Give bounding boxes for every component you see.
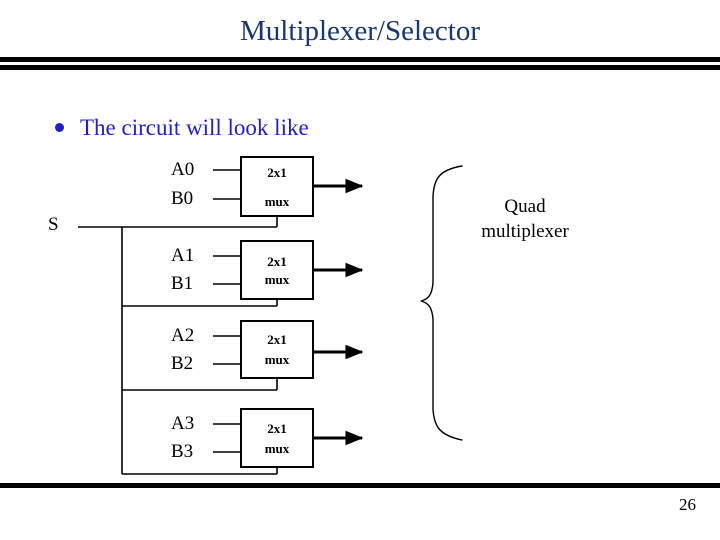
title-rule-upper xyxy=(0,57,720,62)
mux-box-3[interactable]: 2x1 mux xyxy=(240,408,314,468)
mux-box-2[interactable]: 2x1 mux xyxy=(240,320,314,379)
mux-label-2x1: 2x1 xyxy=(267,332,287,347)
input-label-b3: B3 xyxy=(171,441,194,462)
mux-label-mux: mux xyxy=(264,441,290,456)
input-label-a0: A0 xyxy=(171,159,195,180)
page-number: 26 xyxy=(679,495,696,514)
input-label-a1: A1 xyxy=(171,245,195,266)
bullet-row: The circuit will look like xyxy=(55,114,309,141)
mux-box-1[interactable]: 2x1 mux xyxy=(240,240,314,300)
input-label-a3: A3 xyxy=(171,413,195,434)
bullet-dot-icon xyxy=(55,123,64,132)
group-label: Quad multiplexer xyxy=(440,194,610,244)
input-label-b2: B2 xyxy=(171,353,194,374)
select-label: S xyxy=(48,214,59,235)
group-label-line1: Quad xyxy=(504,196,546,217)
input-label-b1: B1 xyxy=(171,273,194,294)
mux-box-0[interactable]: 2x1 mux xyxy=(240,156,314,217)
bullet-text: The circuit will look like xyxy=(80,115,309,140)
mux-label-mux: mux xyxy=(264,352,290,367)
mux-label-mux: mux xyxy=(264,272,290,287)
input-label-a2: A2 xyxy=(171,325,195,346)
page-title: Multiplexer/Selector xyxy=(240,15,480,47)
input-label-b0: B0 xyxy=(171,188,194,209)
footer-rule xyxy=(0,483,720,488)
mux-label-2x1: 2x1 xyxy=(267,254,287,269)
mux-label-2x1: 2x1 xyxy=(267,421,287,436)
mux-label-2x1: 2x1 xyxy=(267,165,287,180)
mux-label-mux: mux xyxy=(264,194,290,209)
title-rule-lower xyxy=(0,65,720,70)
group-label-line2: multiplexer xyxy=(481,221,569,242)
